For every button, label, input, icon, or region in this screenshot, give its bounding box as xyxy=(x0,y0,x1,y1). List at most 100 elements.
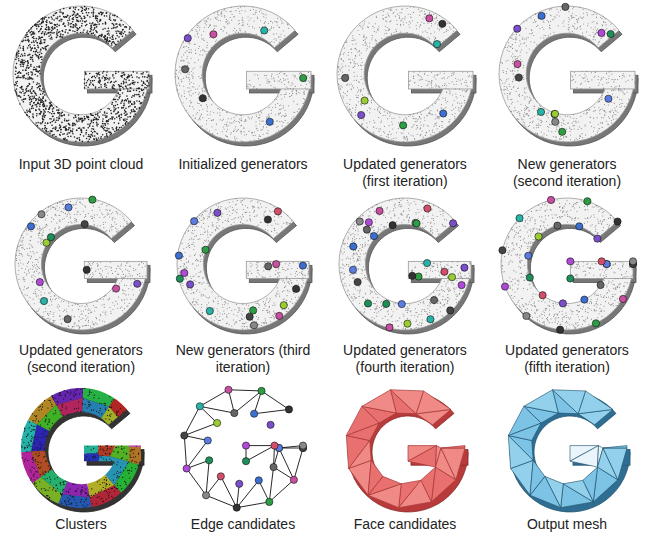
point-cloud-dot xyxy=(215,41,216,42)
point-cloud-dot xyxy=(57,24,59,26)
point-cloud-dot xyxy=(18,60,20,62)
point-cloud-dot xyxy=(39,113,41,115)
point-cloud-dot xyxy=(111,113,113,115)
point-cloud-dot xyxy=(68,22,70,24)
point-cloud-dot xyxy=(36,94,38,96)
point-cloud-dot xyxy=(18,72,20,74)
point-cloud-dot xyxy=(98,137,100,139)
point-cloud-dot xyxy=(29,54,31,56)
point-cloud-dot xyxy=(113,23,115,25)
point-cloud-dot xyxy=(255,135,256,136)
point-cloud-dot xyxy=(139,91,141,93)
point-cloud-dot xyxy=(41,99,43,101)
point-cloud-dot xyxy=(59,31,61,33)
point-cloud-dot xyxy=(41,122,43,124)
point-cloud-dot xyxy=(15,59,17,61)
point-cloud-dot xyxy=(186,110,187,111)
point-cloud-dot xyxy=(183,54,184,55)
point-cloud-dot xyxy=(196,31,197,32)
point-cloud-dot xyxy=(275,104,276,105)
point-cloud-dot xyxy=(81,10,83,12)
point-cloud-dot xyxy=(218,15,219,16)
point-cloud-dot xyxy=(148,82,150,84)
point-cloud-dot xyxy=(28,41,30,43)
point-cloud-dot xyxy=(265,25,266,26)
point-cloud-dot xyxy=(19,95,21,97)
point-cloud-dot xyxy=(95,77,97,79)
point-cloud-dot xyxy=(20,47,22,49)
point-cloud-dot xyxy=(226,126,227,127)
point-cloud-dot xyxy=(90,80,92,82)
point-cloud-dot xyxy=(43,101,45,103)
point-cloud-dot xyxy=(254,21,255,22)
point-cloud-dot xyxy=(108,41,110,43)
point-cloud-dot xyxy=(22,90,24,92)
point-cloud-dot xyxy=(287,122,288,123)
point-cloud-dot xyxy=(187,65,188,66)
point-cloud-dot xyxy=(234,120,235,121)
point-cloud-dot xyxy=(292,83,293,84)
point-cloud-dot xyxy=(214,13,215,14)
point-cloud-dot xyxy=(146,77,148,79)
point-cloud-dot xyxy=(15,81,17,83)
point-cloud-dot xyxy=(44,128,46,130)
point-cloud-dot xyxy=(271,78,272,79)
point-cloud-dot xyxy=(31,96,33,98)
point-cloud-dot xyxy=(221,29,222,30)
point-cloud-dot xyxy=(37,125,39,127)
point-cloud-dot xyxy=(205,51,206,52)
point-cloud-dot xyxy=(300,72,301,73)
point-cloud-dot xyxy=(236,30,237,31)
point-cloud-dot xyxy=(84,78,86,80)
point-cloud-dot xyxy=(85,10,87,12)
point-cloud-dot xyxy=(32,73,34,75)
point-cloud-dot xyxy=(266,82,267,83)
point-cloud-dot xyxy=(39,104,41,106)
point-cloud-dot xyxy=(260,130,261,131)
point-cloud-dot xyxy=(273,87,274,88)
point-cloud-dot xyxy=(231,132,232,133)
point-cloud-dot xyxy=(283,122,284,123)
point-cloud-dot xyxy=(81,131,83,133)
point-cloud-dot xyxy=(213,112,214,113)
point-cloud-dot xyxy=(120,39,122,41)
point-cloud-dot xyxy=(131,74,133,76)
point-cloud-dot xyxy=(52,128,54,130)
point-cloud-dot xyxy=(92,80,94,82)
point-cloud-dot xyxy=(201,77,202,78)
point-cloud-dot xyxy=(21,54,23,56)
point-cloud-dot xyxy=(86,129,88,131)
point-cloud-dot xyxy=(72,125,74,127)
point-cloud-dot xyxy=(33,38,35,40)
point-cloud-dot xyxy=(217,14,218,15)
point-cloud-dot xyxy=(61,122,63,124)
point-cloud-dot xyxy=(63,114,65,116)
point-cloud-dot xyxy=(120,31,122,33)
point-cloud-dot xyxy=(85,133,87,135)
point-cloud-dot xyxy=(125,111,127,113)
point-cloud-dot xyxy=(51,38,53,40)
point-cloud-dot xyxy=(282,22,283,23)
point-cloud-dot xyxy=(100,86,102,88)
point-cloud-dot xyxy=(296,78,297,79)
point-cloud-dot xyxy=(261,121,262,122)
point-cloud-dot xyxy=(41,59,43,61)
point-cloud-dot xyxy=(43,112,45,114)
point-cloud-dot xyxy=(28,30,30,32)
point-cloud-dot xyxy=(229,22,230,23)
point-cloud-dot xyxy=(64,25,66,27)
point-cloud-dot xyxy=(67,136,69,138)
point-cloud-dot xyxy=(37,57,39,59)
point-cloud-dot xyxy=(191,95,192,96)
point-cloud-dot xyxy=(239,23,240,24)
point-cloud-dot xyxy=(92,76,94,78)
point-cloud-dot xyxy=(98,23,100,25)
point-cloud-dot xyxy=(129,26,131,28)
point-cloud-dot xyxy=(103,36,105,38)
point-cloud-dot xyxy=(76,129,78,131)
point-cloud-dot xyxy=(111,44,113,46)
point-cloud-dot xyxy=(106,30,108,32)
point-cloud-dot xyxy=(106,133,108,135)
point-cloud-dot xyxy=(145,87,147,89)
point-cloud-dot xyxy=(21,99,23,101)
